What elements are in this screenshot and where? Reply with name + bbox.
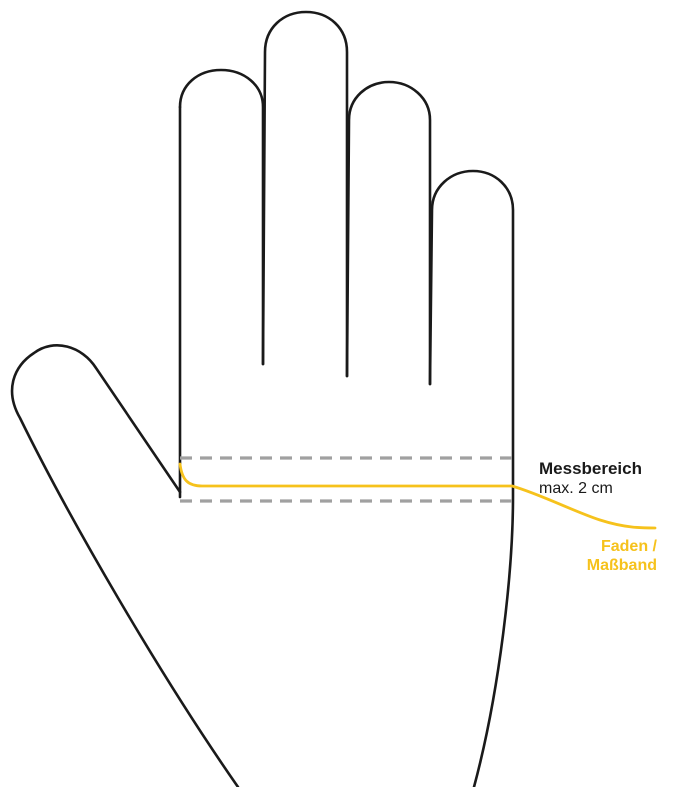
tape-label: Faden / Maßband [587,537,657,575]
measuring-zone-limit: max. 2 cm [539,481,613,497]
hand-finger-middle [263,12,347,376]
tape-label-line2: Maßband [587,556,657,575]
measuring-zone-title: Messbereich [539,460,642,477]
tape-label-line1: Faden / [587,537,657,556]
hand-finger-index [180,70,263,364]
hand-finger-little [430,171,513,787]
hand-thumb-outline [12,345,238,787]
hand-finger-ring [347,82,430,384]
